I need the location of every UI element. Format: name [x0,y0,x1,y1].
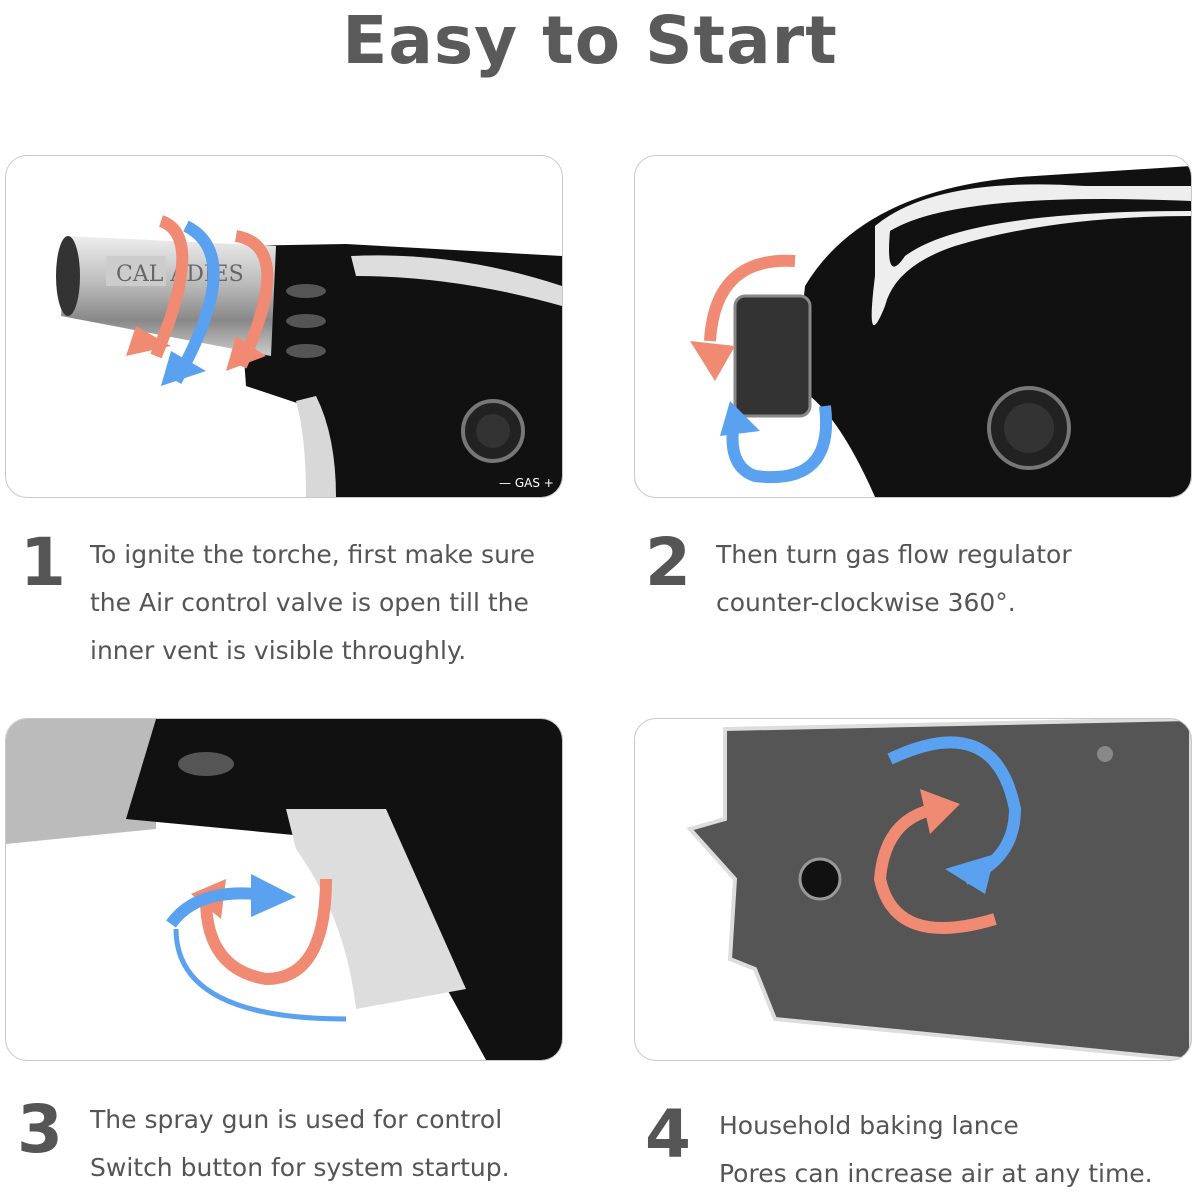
step-line: The spray gun is used for control [90,1105,503,1134]
step-description: To ignite the torche, first make sure th… [90,531,535,675]
rotate-arrow-icon [726,405,833,484]
step-description: Then turn gas flow regulator counter-clo… [716,531,1072,627]
gas-regulator-illustration [690,166,1191,497]
gas-label: — GAS + [499,476,554,490]
regulator-dial [733,294,812,418]
step-line: the Air control valve is open till the [90,588,529,617]
step-number: 1 [20,524,66,601]
rotate-arrow-icon [234,230,274,369]
step-line: Pores can increase air at any time. [719,1159,1153,1188]
rotate-arrow-icon [704,254,796,342]
rotate-arrow-icon [166,887,257,928]
trigger-illustration [6,719,562,1060]
step-3-image [5,718,563,1061]
page-title: Easy to Start [342,2,838,79]
step-line: Household baking lance [719,1111,1019,1140]
step-line: inner vent is visible throughly. [90,636,467,665]
air-vent-illustration [686,719,1191,1060]
rotate-arrow-icon [873,803,997,934]
step-line: Switch button for system startup. [90,1153,510,1182]
step-line: Then turn gas flow regulator [716,540,1072,569]
torch-nozzle-illustration: CAL ADIES [56,215,562,497]
rotate-arrow-icon [170,220,220,384]
step-number: 4 [645,1096,691,1173]
step-4-image [634,718,1192,1061]
step-number: 2 [645,524,691,601]
trigger-button [286,809,466,1009]
rotate-arrow-icon [150,215,189,359]
step-line: To ignite the torche, first make sure [90,540,536,569]
step-2-image [634,155,1192,498]
step-number: 3 [17,1091,63,1168]
step-line: counter-clockwise 360°. [716,588,1016,617]
step-description: Household baking lance Pores can increas… [719,1102,1153,1198]
rotate-arrow-icon [887,736,1022,885]
rotate-arrow-icon [200,878,332,986]
step-1-image: CAL ADIES — GAS + [5,155,563,498]
step-description: The spray gun is used for control Switch… [90,1096,510,1192]
